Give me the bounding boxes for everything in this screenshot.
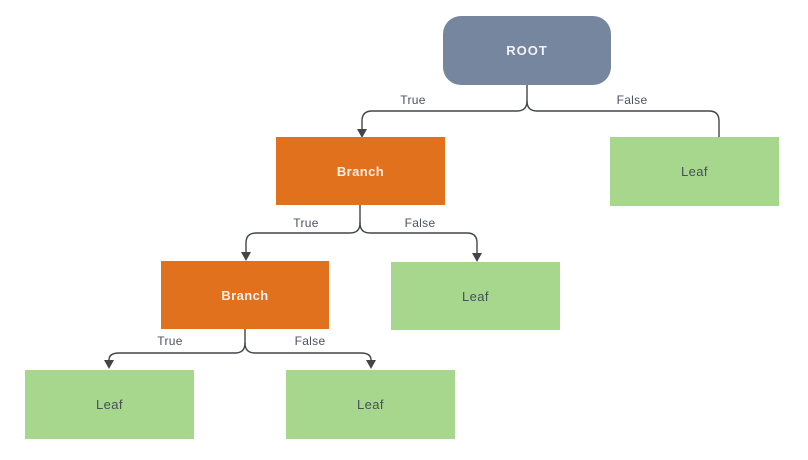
arrowhead-leaf-2 — [472, 253, 482, 262]
node-branch-2: Branch — [161, 261, 329, 329]
node-leaf-3: Leaf — [25, 370, 194, 439]
arrowhead-leaf-4 — [366, 360, 376, 369]
edge-label-false-branch-2: False — [294, 334, 326, 348]
node-leaf-4: Leaf — [286, 370, 455, 439]
edge-label-true-root: True — [400, 93, 426, 107]
edge-root-to-branch-1 — [361, 84, 528, 130]
edge-label-false-root: False — [616, 93, 648, 107]
arrowhead-leaf-3 — [104, 360, 114, 369]
edge-label-true-branch-1: True — [293, 216, 319, 230]
edge-label-false-branch-1: False — [404, 216, 436, 230]
node-leaf-1: Leaf — [610, 137, 779, 206]
node-branch-1: Branch — [276, 137, 445, 205]
node-root: ROOT — [443, 16, 611, 85]
node-leaf-2: Leaf — [391, 262, 560, 330]
edge-label-true-branch-2: True — [157, 334, 183, 348]
arrowhead-branch-2 — [241, 252, 251, 261]
